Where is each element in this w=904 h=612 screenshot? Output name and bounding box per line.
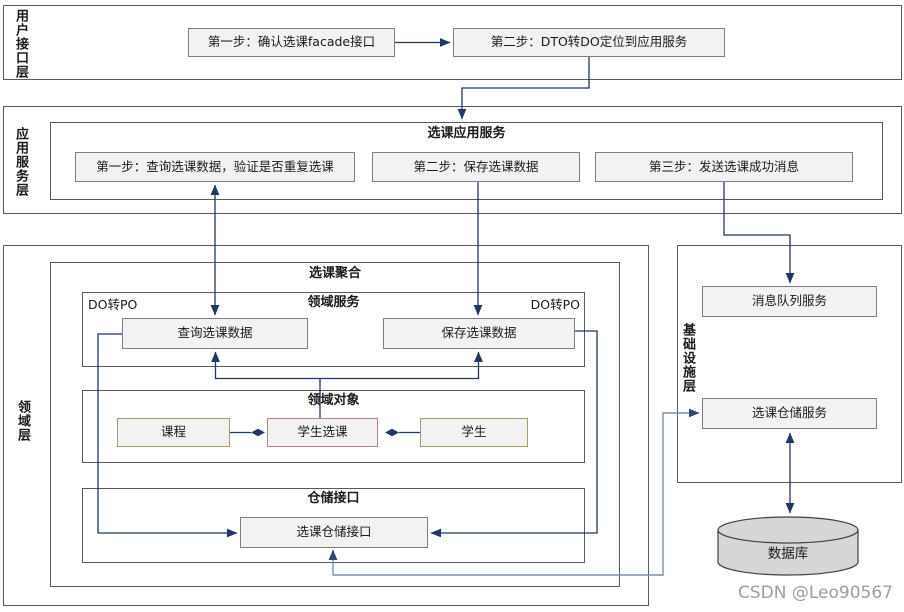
domain-service-title: 领域服务: [307, 295, 360, 310]
app-step1-box: 第一步：查询选课数据，验证是否重复选课: [75, 152, 355, 182]
enrollment-repository-service-box: 选课仓储服务: [702, 398, 877, 429]
do-to-po-right-label: DO转PO: [530, 297, 580, 312]
watermark: CSDN @Leo90567: [738, 583, 893, 603]
message-queue-service-box: 消息队列服务: [702, 286, 877, 317]
app-step3-box: 第三步：发送选课成功消息: [595, 152, 853, 182]
do-to-po-left-label: DO转PO: [88, 297, 138, 312]
student-enrollment-entity-box: 学生选课: [267, 418, 378, 447]
save-enrollment-data-box: 保存选课数据: [383, 318, 575, 349]
database-label: 数据库: [767, 546, 809, 562]
ui-step2-box: 第二步：DTO转DO定位到应用服务: [453, 28, 725, 57]
user-interface-layer-frame: [3, 5, 902, 80]
repository-interface-title: 仓储接口: [307, 491, 360, 506]
infrastructure-layer-label: 基础设施层: [680, 323, 695, 393]
application-service-title: 选课应用服务: [427, 126, 506, 141]
infrastructure-layer-frame: [677, 245, 902, 483]
app-step2-box: 第二步：保存选课数据: [372, 152, 580, 182]
domain-objects-title: 领域对象: [307, 393, 360, 408]
ui-step1-box: 第一步：确认选课facade接口: [188, 28, 395, 57]
user-interface-layer-label: 用户接口层: [13, 9, 28, 79]
application-layer-label: 应用服务层: [13, 127, 28, 197]
domain-layer-label: 领域层: [15, 400, 30, 442]
enrollment-repository-interface-box: 选课仓储接口: [240, 517, 428, 548]
course-entity-box: 课程: [117, 418, 230, 447]
student-entity-box: 学生: [420, 418, 528, 447]
aggregate-title: 选课聚合: [308, 266, 361, 281]
query-enrollment-data-box: 查询选课数据: [122, 318, 308, 349]
